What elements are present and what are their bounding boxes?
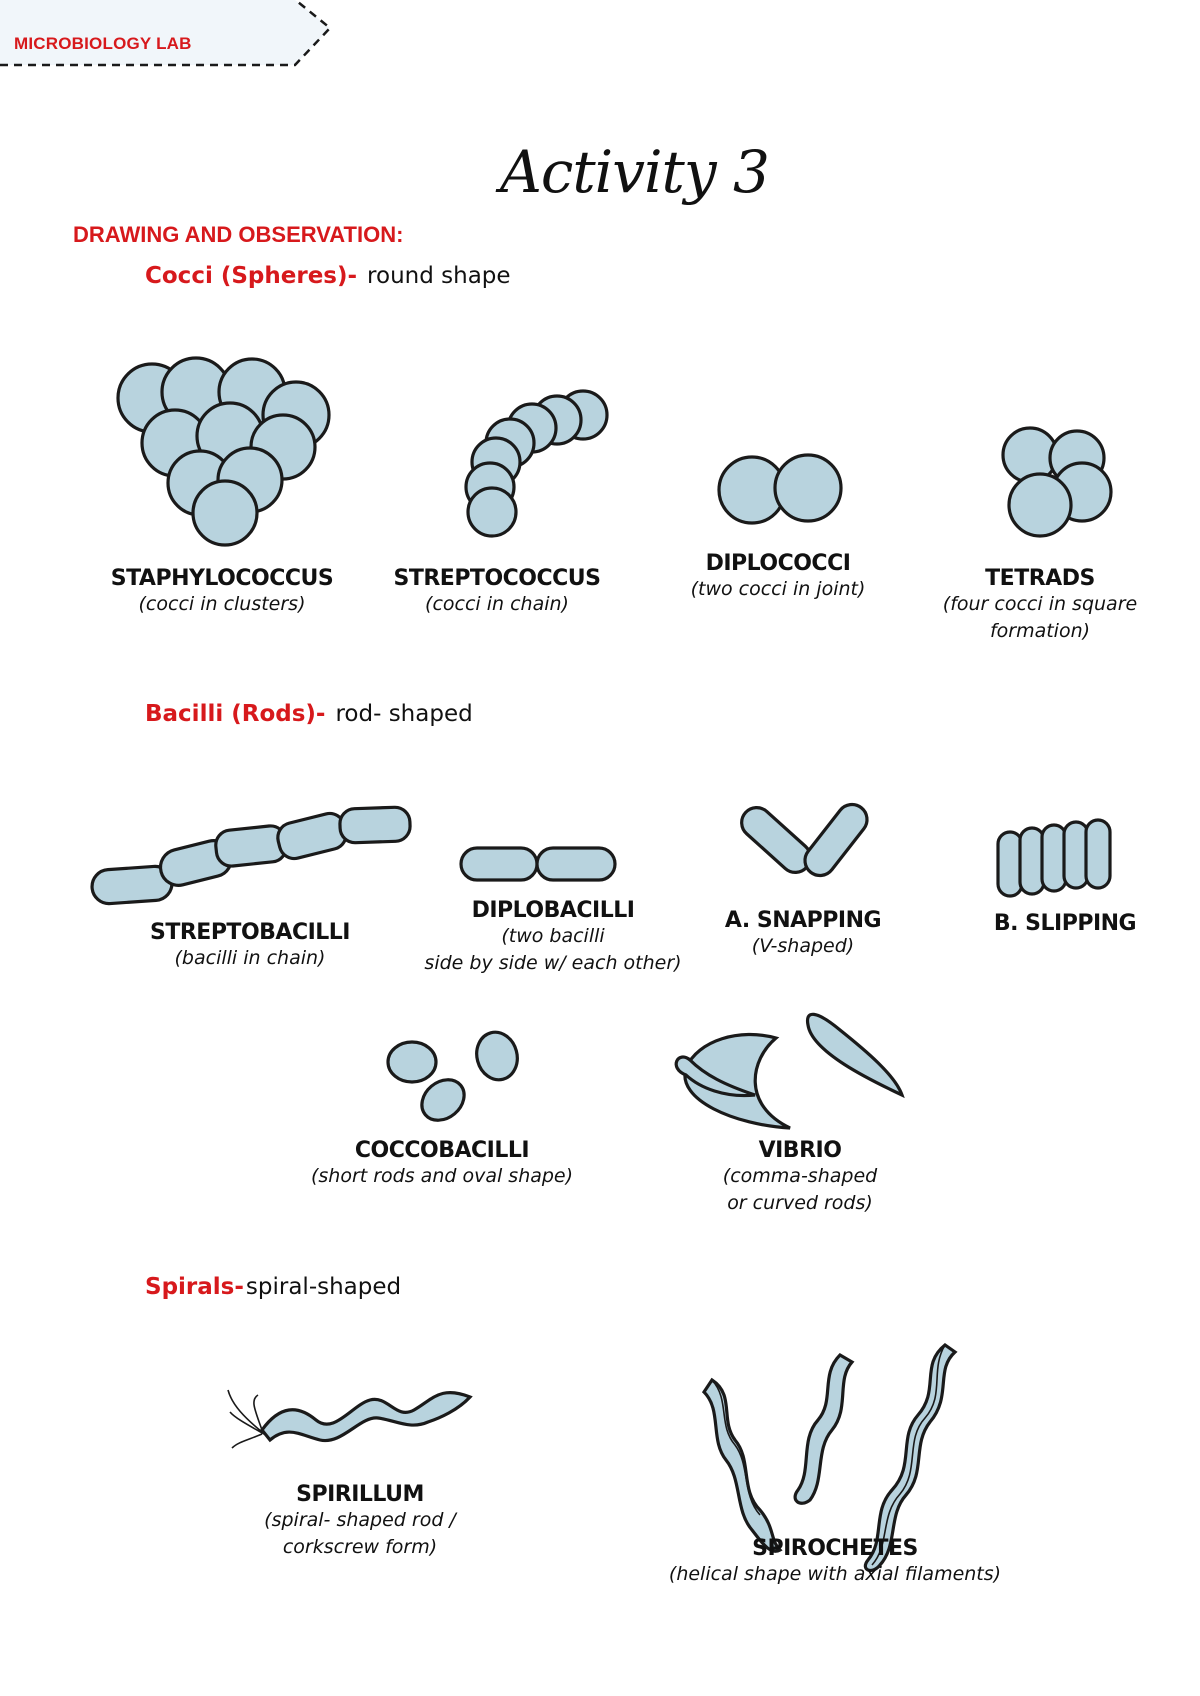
caption-title: STAPHYLOCOCCUS xyxy=(110,566,334,591)
streptococcus-drawing xyxy=(464,389,609,538)
caption-tetrads: TETRADS (four cocci in square formation) xyxy=(943,566,1137,645)
caption-coccobacilli: COCCOBACILLI (short rods and oval shape) xyxy=(311,1138,573,1190)
cocci-section-heading: Cocci (Spheres)- round shape xyxy=(145,263,511,289)
caption-title: STREPTOBACILLI xyxy=(149,920,351,945)
caption-note: (two bacilli xyxy=(501,925,605,947)
caption-note: (four cocci in square xyxy=(942,593,1138,615)
bacilli-section-heading: Bacilli (Rods)- rod- shaped xyxy=(145,701,473,727)
vibrio-drawing xyxy=(674,1012,905,1130)
caption-streptococcus: STREPTOCOCCUS (cocci in chain) xyxy=(393,566,601,618)
caption-title: DIPLOBACILLI xyxy=(471,898,635,923)
spirals-section-heading: Spirals-spiral-shaped xyxy=(145,1274,401,1300)
caption-title: STREPTOCOCCUS xyxy=(393,566,601,591)
caption-title: COCCOBACILLI xyxy=(354,1138,530,1163)
caption-title: DIPLOCOCCI xyxy=(705,551,851,576)
diplococci-drawing xyxy=(717,453,843,525)
caption-snapping: A. SNAPPING (V-shaped) xyxy=(724,908,882,960)
caption-spirochetes: SPIROCHETES (helical shape with axial fi… xyxy=(669,1536,1001,1588)
caption-title: TETRADS xyxy=(985,566,1095,591)
caption-note: (two cocci in joint) xyxy=(690,578,866,600)
bacilli-label: Bacilli (Rods)- xyxy=(145,701,326,727)
caption-spirillum: SPIRILLUM (spiral- shaped rod / corkscre… xyxy=(264,1482,456,1561)
cocci-desc: round shape xyxy=(367,263,511,289)
caption-title: SPIROCHETES xyxy=(752,1536,918,1561)
caption-vibrio: VIBRIO (comma-shaped or curved rods) xyxy=(723,1138,877,1217)
caption-note-2: formation) xyxy=(989,620,1091,642)
bacilli-desc: rod- shaped xyxy=(335,701,473,727)
header-tab-shape xyxy=(0,0,332,67)
caption-staphylococcus: STAPHYLOCOCCUS (cocci in clusters) xyxy=(110,566,334,618)
streptobacilli-drawing xyxy=(90,805,412,906)
caption-note: (comma-shaped xyxy=(722,1165,878,1187)
header-tab-label: MICROBIOLOGY LAB xyxy=(14,34,192,53)
caption-note-2: side by side w/ each other) xyxy=(424,952,682,974)
caption-note-2: corkscrew form) xyxy=(282,1536,438,1558)
cocci-label: Cocci (Spheres)- xyxy=(145,263,358,289)
caption-note: (bacilli in chain) xyxy=(174,947,326,969)
snapping-drawing xyxy=(740,802,869,878)
caption-title: A. SNAPPING xyxy=(724,908,882,933)
caption-note: (cocci in chain) xyxy=(425,593,569,615)
caption-note: (spiral- shaped rod / xyxy=(264,1509,456,1531)
slipping-drawing xyxy=(996,818,1112,898)
spirals-desc: spiral-shaped xyxy=(245,1274,402,1300)
spirochetes-drawing xyxy=(701,1343,958,1573)
spirals-label: Spirals- xyxy=(145,1274,244,1300)
caption-streptobacilli: STREPTOBACILLI (bacilli in chain) xyxy=(149,920,351,972)
caption-note: (short rods and oval shape) xyxy=(310,1165,574,1187)
staphylococcus-drawing xyxy=(116,356,331,547)
spirillum-drawing xyxy=(227,1389,473,1449)
caption-note-2: or curved rods) xyxy=(727,1192,873,1214)
caption-title: SPIRILLUM xyxy=(296,1482,424,1507)
caption-slipping: B. SLIPPING xyxy=(993,911,1137,936)
caption-note: (V-shaped) xyxy=(751,935,855,957)
tetrads-drawing xyxy=(1001,426,1113,538)
caption-title: B. SLIPPING xyxy=(993,911,1137,936)
caption-diplococci: DIPLOCOCCI (two cocci in joint) xyxy=(691,551,866,603)
diplobacilli-drawing xyxy=(459,846,617,882)
coccobacilli-drawing xyxy=(386,1030,519,1122)
caption-diplobacilli: DIPLOBACILLI (two bacilli side by side w… xyxy=(424,898,681,977)
section-heading: DRAWING AND OBSERVATION: xyxy=(73,222,404,247)
page-title: Activity 3 xyxy=(500,138,770,206)
caption-title: VIBRIO xyxy=(758,1138,842,1163)
caption-note: (cocci in clusters) xyxy=(138,593,306,615)
caption-note: (helical shape with axial filaments) xyxy=(668,1563,1002,1585)
